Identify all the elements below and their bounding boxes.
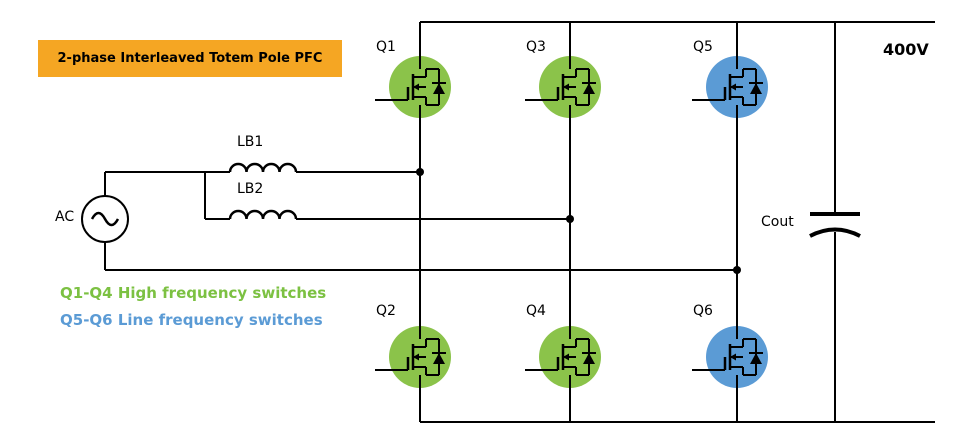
switch-label-q2: Q2 [376, 303, 396, 319]
switch-q5 [690, 54, 768, 120]
title-box: 2-phase Interleaved Totem Pole PFC [38, 40, 342, 77]
inductor-lb1 [228, 162, 298, 173]
output-voltage-label: 400V [883, 40, 929, 59]
switch-label-q6: Q6 [693, 303, 713, 319]
switch-label-q5: Q5 [693, 39, 713, 55]
inductor-lb2 [228, 209, 298, 220]
wires [104, 21, 935, 423]
switch-q6 [690, 324, 768, 390]
junction-dot [416, 168, 424, 176]
capacitor-label: Cout [761, 214, 794, 230]
switch-q3 [523, 54, 601, 120]
legend-high-frequency: Q1-Q4 High frequency switches [60, 284, 327, 302]
capacitor-cout [809, 212, 861, 238]
switch-q1 [373, 54, 451, 120]
junction-dot [566, 215, 574, 223]
switch-label-q1: Q1 [376, 39, 396, 55]
inductor-label-lb2: LB2 [237, 181, 264, 197]
switch-q2 [373, 324, 451, 390]
junction-dot [733, 266, 741, 274]
switch-label-q3: Q3 [526, 39, 546, 55]
switch-q4 [523, 324, 601, 390]
legend-line-frequency: Q5-Q6 Line frequency switches [60, 311, 323, 329]
switch-label-q4: Q4 [526, 303, 546, 319]
junctions [416, 168, 741, 274]
ac-source-label: AC [55, 209, 75, 225]
diagram-title: 2-phase Interleaved Totem Pole PFC [57, 51, 323, 66]
inductor-label-lb1: LB1 [237, 134, 264, 150]
sine-wave-icon [90, 211, 120, 227]
